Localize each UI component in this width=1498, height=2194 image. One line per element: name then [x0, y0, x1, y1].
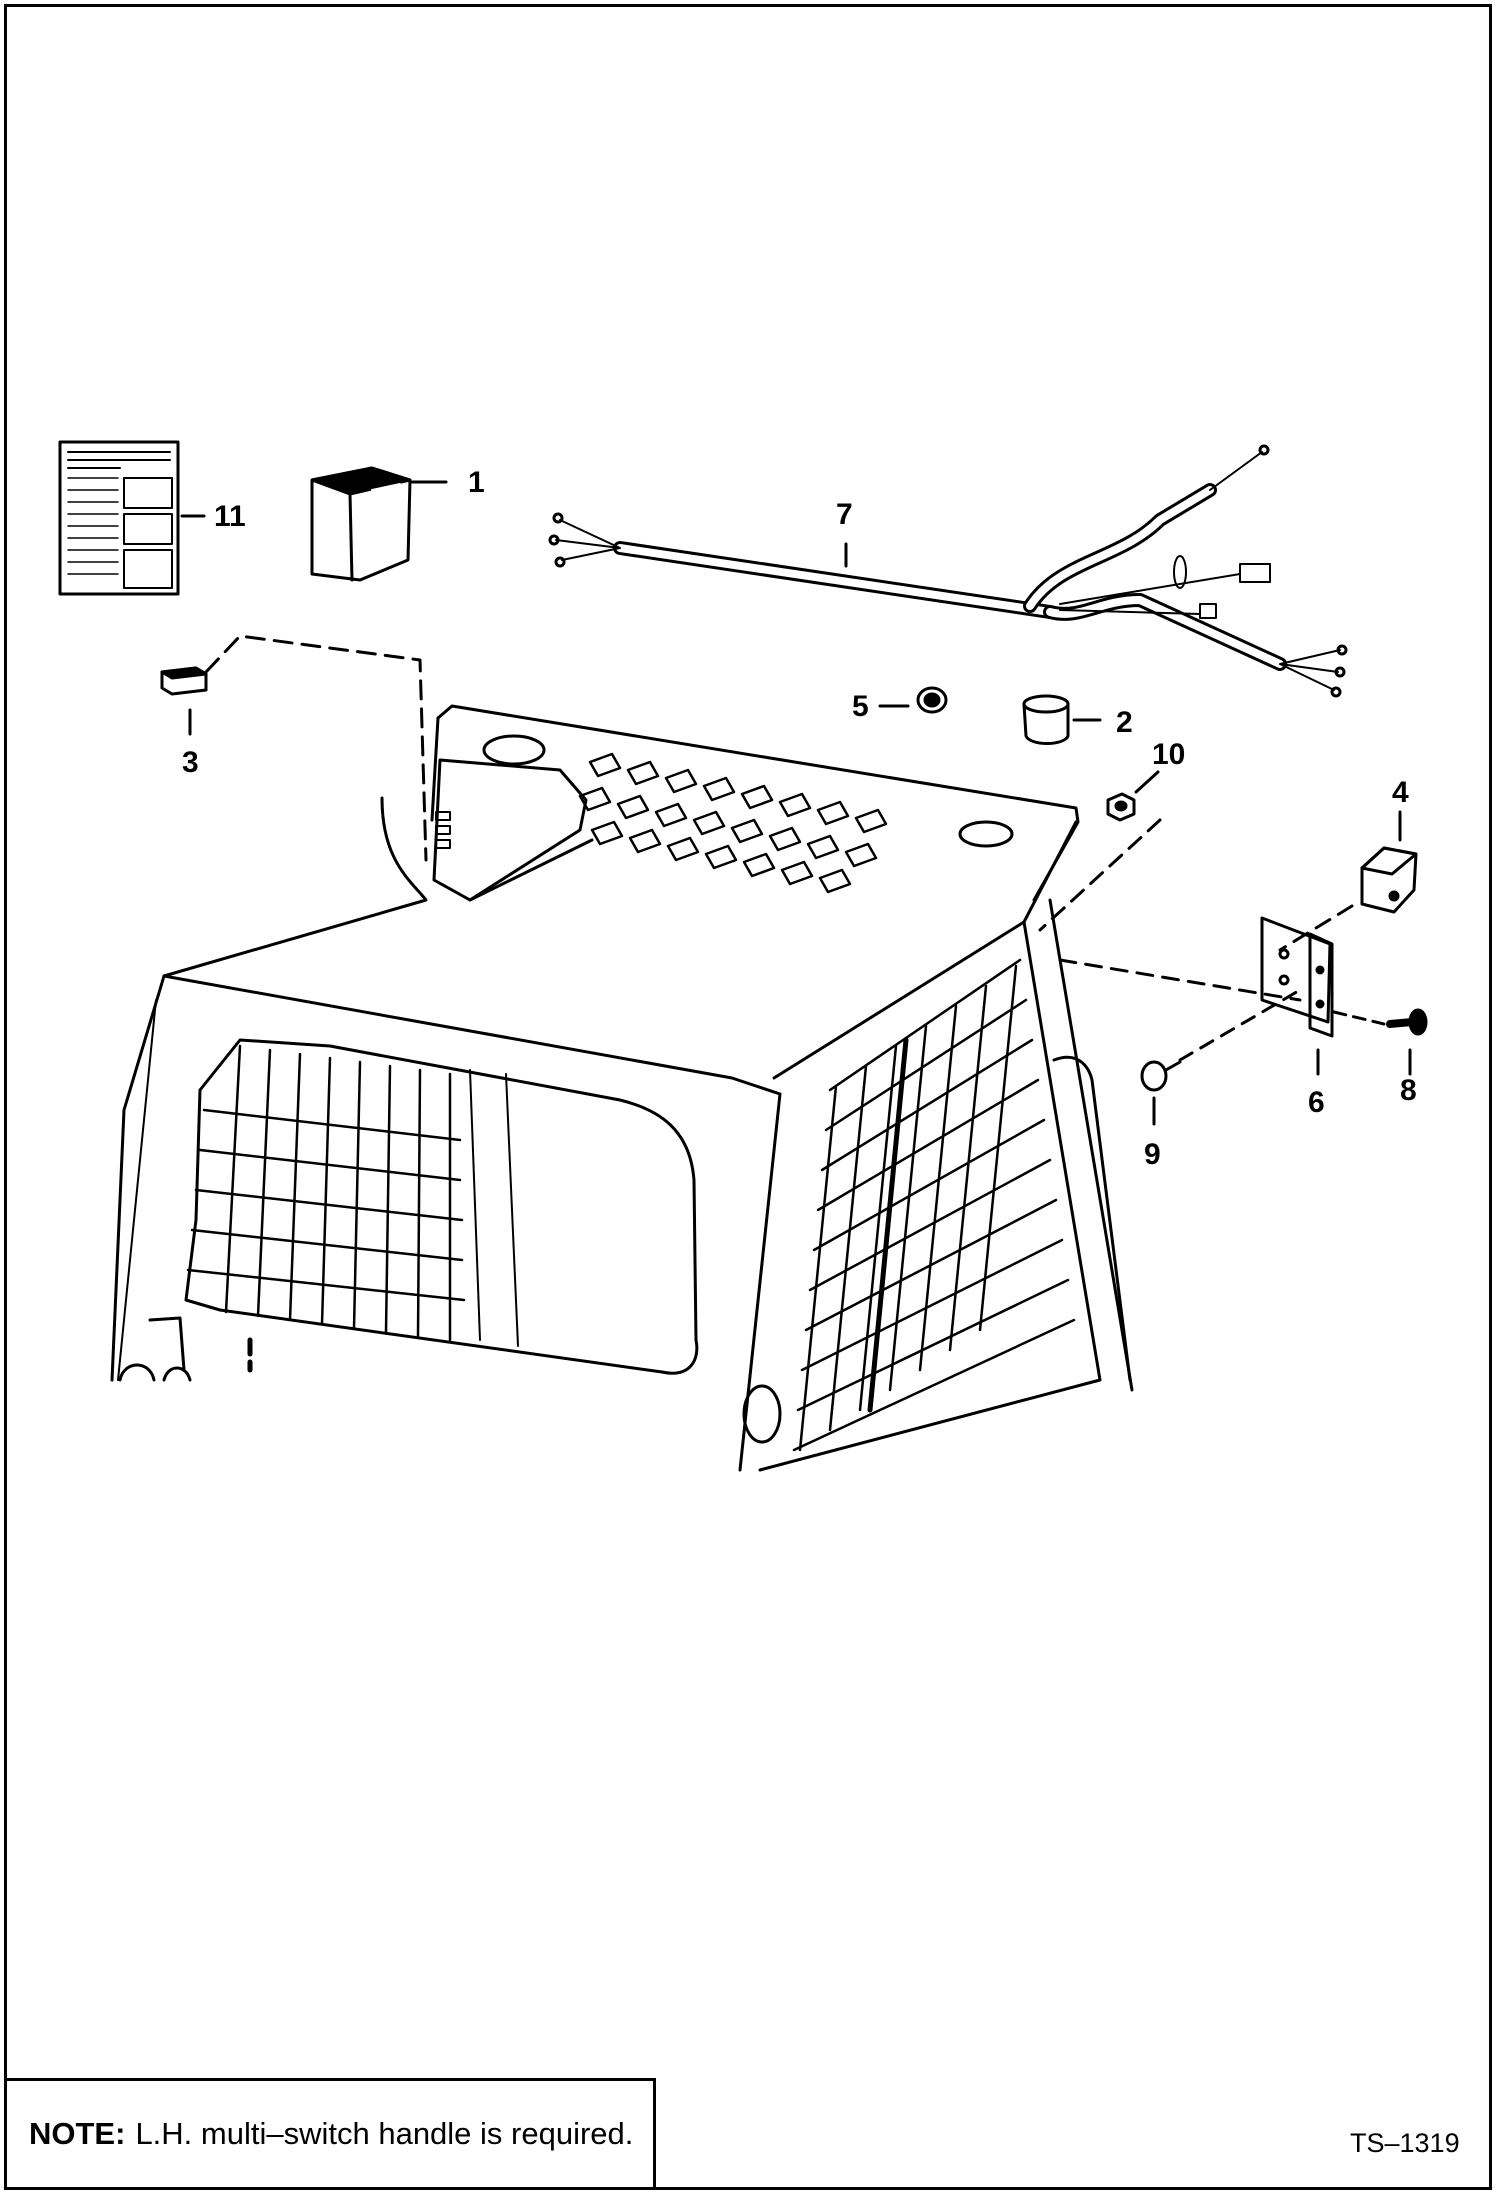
cab-canopy: [110, 704, 1134, 1472]
part-3-switch: [160, 634, 428, 862]
part-6-bracket: [1058, 904, 1354, 1076]
callout-2: 2: [1116, 706, 1133, 739]
part-10-nut: [1038, 770, 1162, 932]
part-11-manual-sheet: [58, 440, 206, 596]
note-box: NOTE: L.H. multi–switch handle is requir…: [4, 2078, 656, 2190]
note-label: NOTE:: [29, 2116, 126, 2151]
callout-6: 6: [1308, 1086, 1325, 1119]
callout-11: 11: [214, 500, 246, 533]
callout-5: 5: [852, 690, 869, 723]
callout-1: 1: [468, 466, 485, 499]
callout-10: 10: [1152, 738, 1186, 771]
page-frame: [4, 4, 1492, 2190]
note-text: L.H. multi–switch handle is required.: [135, 2116, 634, 2151]
callout-8: 8: [1400, 1074, 1417, 1107]
part-8-screw: [1332, 1008, 1428, 1076]
part-5-grommet: [878, 686, 948, 714]
drawing-id: TS–1319: [1350, 2128, 1460, 2158]
part-2-alarm: [1022, 694, 1102, 745]
part-4-light: [1360, 810, 1418, 914]
part-7-wiring-harness: [548, 444, 1348, 698]
callout-3: 3: [182, 746, 199, 779]
part-1-module: [310, 466, 448, 582]
callout-4: 4: [1392, 776, 1409, 809]
callout-7: 7: [836, 498, 853, 531]
part-9-bolt: [1140, 988, 1302, 1126]
callout-9: 9: [1144, 1138, 1161, 1171]
